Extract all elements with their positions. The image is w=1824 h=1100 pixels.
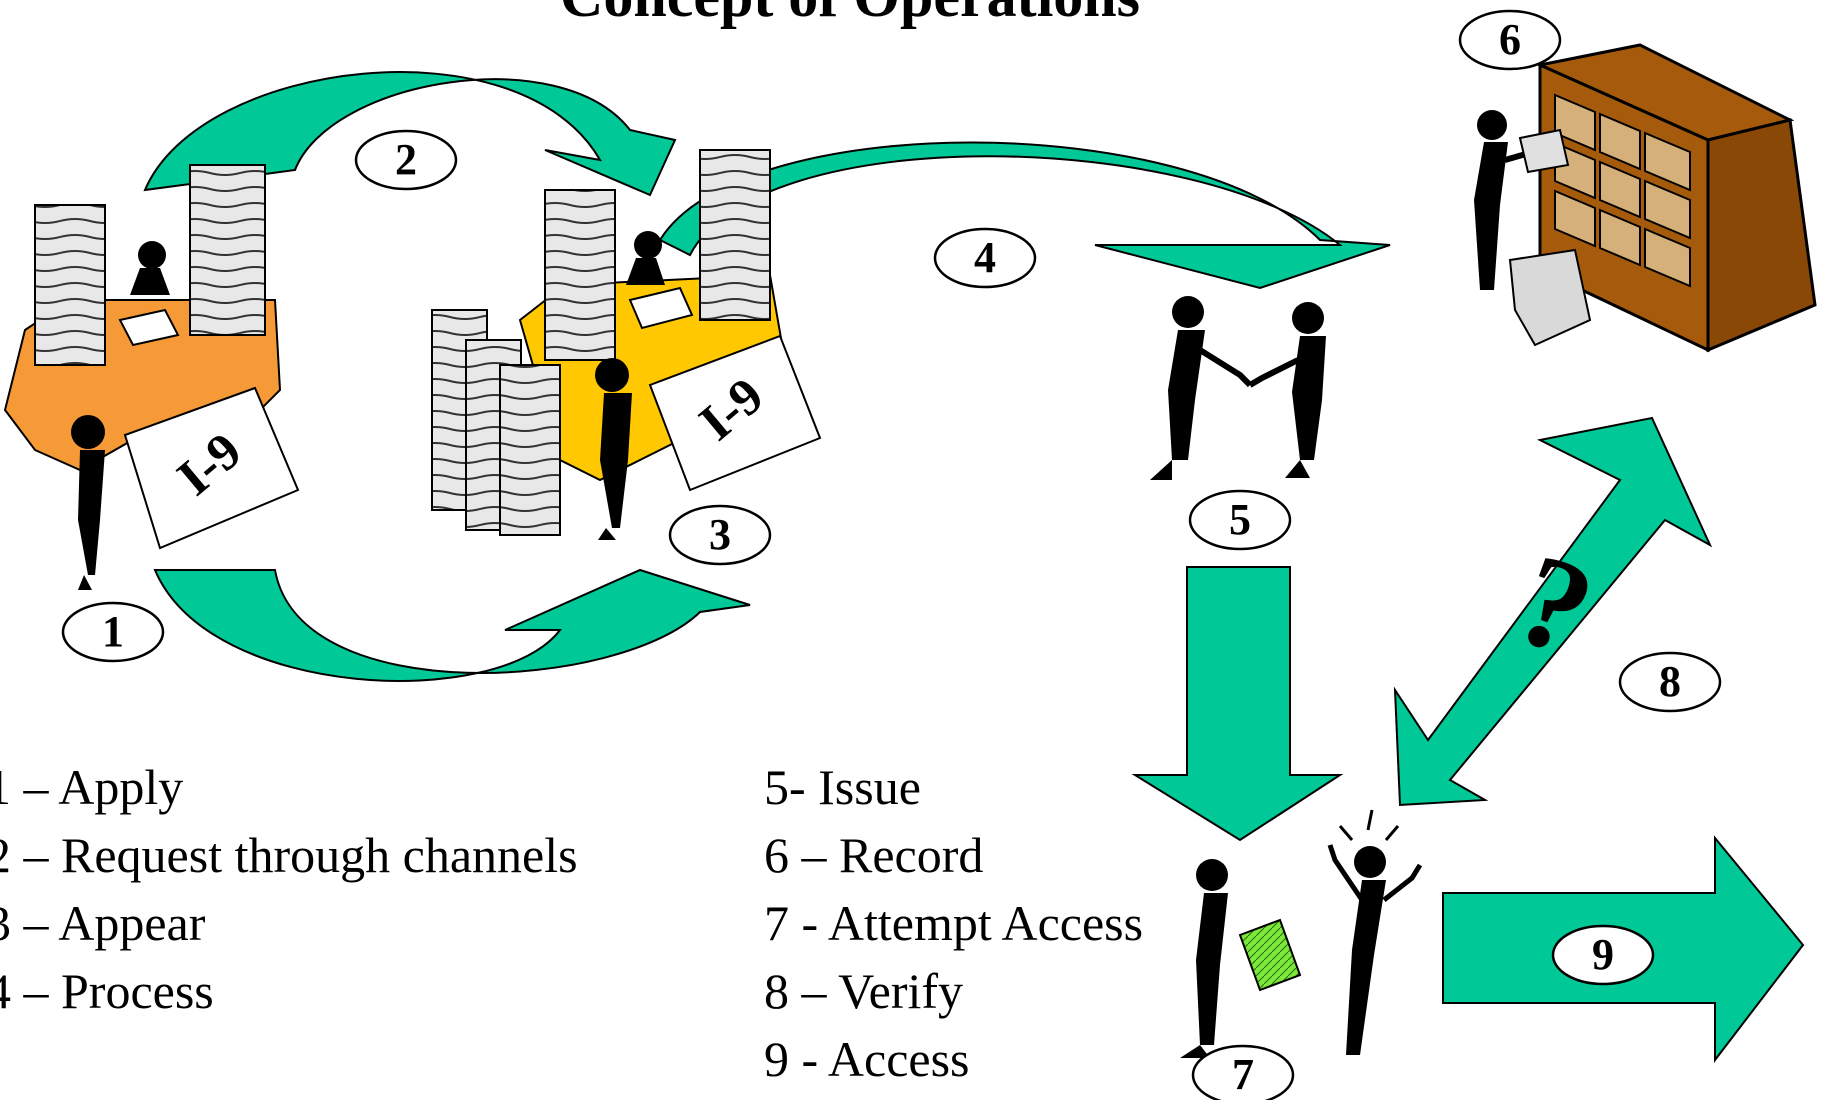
- step-3-oval: [668, 504, 772, 566]
- arrow-step-8: [1393, 416, 1713, 807]
- legend-item-4: 4 – Process: [0, 963, 214, 1019]
- step-9-label: 9: [1592, 930, 1614, 979]
- legend-item-1: 1 – Apply: [0, 759, 184, 815]
- step-8-label: 8: [1659, 657, 1681, 706]
- legend-item-5: 5- Issue: [764, 759, 921, 815]
- arrow-step-1: [153, 568, 751, 682]
- step-4-oval: [933, 227, 1037, 289]
- i9-form-2: [648, 334, 822, 492]
- legend-item-2: 2 – Request through channels: [0, 827, 578, 883]
- diagram-title: Concept of Operations: [560, 0, 1140, 31]
- legend-item-7: 7 - Attempt Access: [764, 895, 1144, 951]
- step-7-label: 7: [1232, 1050, 1254, 1099]
- step-7-oval: [1191, 1044, 1295, 1100]
- step-9-oval: [1551, 924, 1655, 986]
- step-1-label: 1: [102, 607, 124, 656]
- desk-3-group: [431, 149, 792, 540]
- step-8-oval: [1618, 651, 1722, 713]
- legend-item-3: 3 – Appear: [0, 895, 206, 951]
- legend-item-6: 6 – Record: [764, 827, 984, 883]
- arrow-step-5: [1131, 566, 1344, 842]
- access-figures: [1180, 809, 1423, 1058]
- step-3-label: 3: [709, 510, 731, 559]
- desk-1-group: [3, 164, 282, 590]
- arrow-step-4: [658, 141, 1391, 290]
- step-1-oval: [61, 601, 165, 663]
- handshake-figures: [1150, 296, 1326, 480]
- step-2-label: 2: [395, 135, 417, 184]
- step-5-oval: [1188, 489, 1292, 551]
- step-4-label: 4: [974, 233, 996, 282]
- record-cabinet: [1474, 43, 1817, 353]
- step-2-oval: [354, 129, 458, 191]
- step-6-label: 6: [1499, 15, 1521, 64]
- arrow-step-2: [143, 71, 677, 197]
- legend-item-9: 9 - Access: [764, 1031, 970, 1087]
- legend-item-8: 8 – Verify: [764, 963, 964, 1019]
- step-6-oval: [1458, 9, 1562, 71]
- i9-form-1: [123, 386, 300, 550]
- step-5-label: 5: [1229, 495, 1251, 544]
